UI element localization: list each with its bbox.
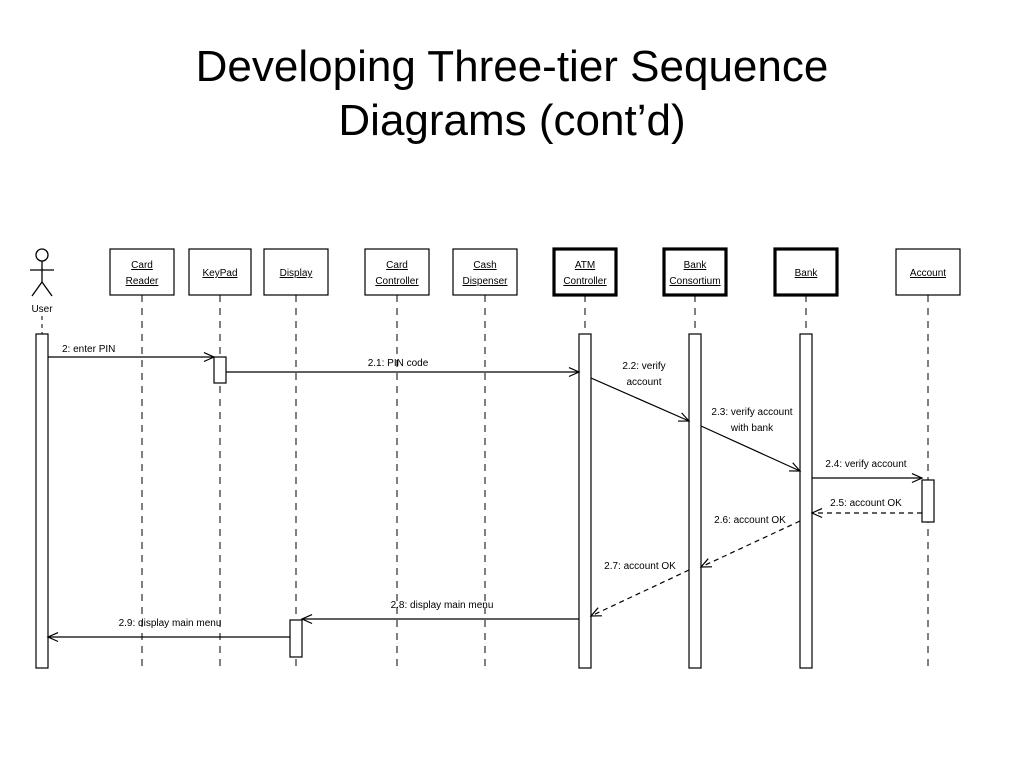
participant-box-card-controller <box>364 248 430 296</box>
participant-label-cash-dispenser-1: Cash <box>473 260 496 271</box>
participant-box-bank-consortium <box>662 247 728 297</box>
message-label-verify-account-with-bank-2: with bank <box>730 423 774 434</box>
actor-user <box>30 248 54 297</box>
participant-box-cash-dispenser <box>452 248 518 296</box>
participant-label-card-controller-1: Card <box>386 260 408 271</box>
message-arrow-account-ok-3 <box>590 569 690 617</box>
participant-label-bank-consortium-2: Consortium <box>669 276 720 287</box>
message-arrow-verify-account <box>590 377 690 422</box>
message-arrowhead-display-main-menu <box>300 613 313 625</box>
message-label-pin-code-1: 2.1: PIN code <box>368 358 429 369</box>
message-arrowhead-verify-account <box>677 412 691 422</box>
message-label-verify-account-2: account <box>626 377 661 388</box>
participant-label-card-reader-2: Reader <box>126 276 159 287</box>
message-arrowhead-display-main-menu-2 <box>46 631 59 643</box>
activation-bank-consortium <box>688 333 702 669</box>
message-label-display-main-menu-2-1: 2.9: display main menu <box>119 618 222 629</box>
actor-leg-left <box>31 281 43 297</box>
message-label-account-ok-1-1: 2.5: account OK <box>830 498 902 509</box>
participant-label-display-1: Display <box>280 268 313 279</box>
slide-title-line-2: Diagrams (cont’d) <box>338 96 686 145</box>
message-label-account-ok-3-1: 2.7: account OK <box>604 561 676 572</box>
message-label-display-main-menu-1: 2.8: display main menu <box>391 600 494 611</box>
message-arrow-account-ok-2 <box>700 520 801 568</box>
actor-leg-right <box>41 281 53 297</box>
message-arrowhead-account-ok-1 <box>810 507 823 519</box>
message-label-verify-account-2-1: 2.4: verify account <box>825 459 906 470</box>
activation-bank <box>799 333 813 669</box>
message-label-account-ok-2-1: 2.6: account OK <box>714 515 786 526</box>
message-arrow-verify-account-with-bank <box>700 425 801 472</box>
participant-label-cash-dispenser-2: Dispenser <box>462 276 508 287</box>
participant-label-account-1: Account <box>910 268 946 279</box>
message-label-verify-account-1: 2.2: verify <box>622 361 665 372</box>
participant-label-bank-consortium-1: Bank <box>684 260 708 271</box>
message-label-enter-pin-1: 2: enter PIN <box>62 344 115 355</box>
activation-keypad <box>213 356 227 384</box>
message-arrowhead-pin-code <box>568 366 581 378</box>
participant-label-card-controller-2: Controller <box>375 276 419 287</box>
participant-box-atm-controller <box>552 247 618 297</box>
message-label-verify-account-with-bank-1: 2.3: verify account <box>711 407 792 418</box>
message-arrowhead-account-ok-3 <box>589 607 603 617</box>
slide-title-line-1: Developing Three-tier Sequence <box>195 42 829 91</box>
participant-box-account <box>895 248 961 296</box>
message-arrowhead-verify-account-with-bank <box>788 462 802 472</box>
messages: 2: enter PIN 2.1: PIN code 2.2: verify acco… <box>46 344 924 643</box>
actor-label: User <box>31 304 53 315</box>
participant-box-card-reader <box>109 248 175 296</box>
activation-bars <box>35 333 935 669</box>
actor-head <box>35 248 49 262</box>
lifelines <box>41 295 929 668</box>
message-arrowhead-verify-account-2 <box>911 472 924 484</box>
activation-account <box>921 479 935 523</box>
activation-display <box>289 619 303 658</box>
message-arrowhead-account-ok-2 <box>699 558 713 568</box>
participant-box-keypad <box>188 248 252 296</box>
participant-label-bank-1: Bank <box>795 268 819 279</box>
participant-label-atm-controller-2: Controller <box>563 276 607 287</box>
participant-box-bank <box>773 247 839 297</box>
activation-user <box>35 333 49 669</box>
activation-atm-controller <box>578 333 592 669</box>
participant-label-card-reader-1: Card <box>131 260 153 271</box>
participant-label-keypad-1: KeyPad <box>202 268 237 279</box>
participant-label-atm-controller-1: ATM <box>575 260 595 271</box>
slide-title: Developing Three-tier Sequence Diagrams … <box>0 40 1024 148</box>
message-arrowhead-enter-pin <box>203 351 216 363</box>
